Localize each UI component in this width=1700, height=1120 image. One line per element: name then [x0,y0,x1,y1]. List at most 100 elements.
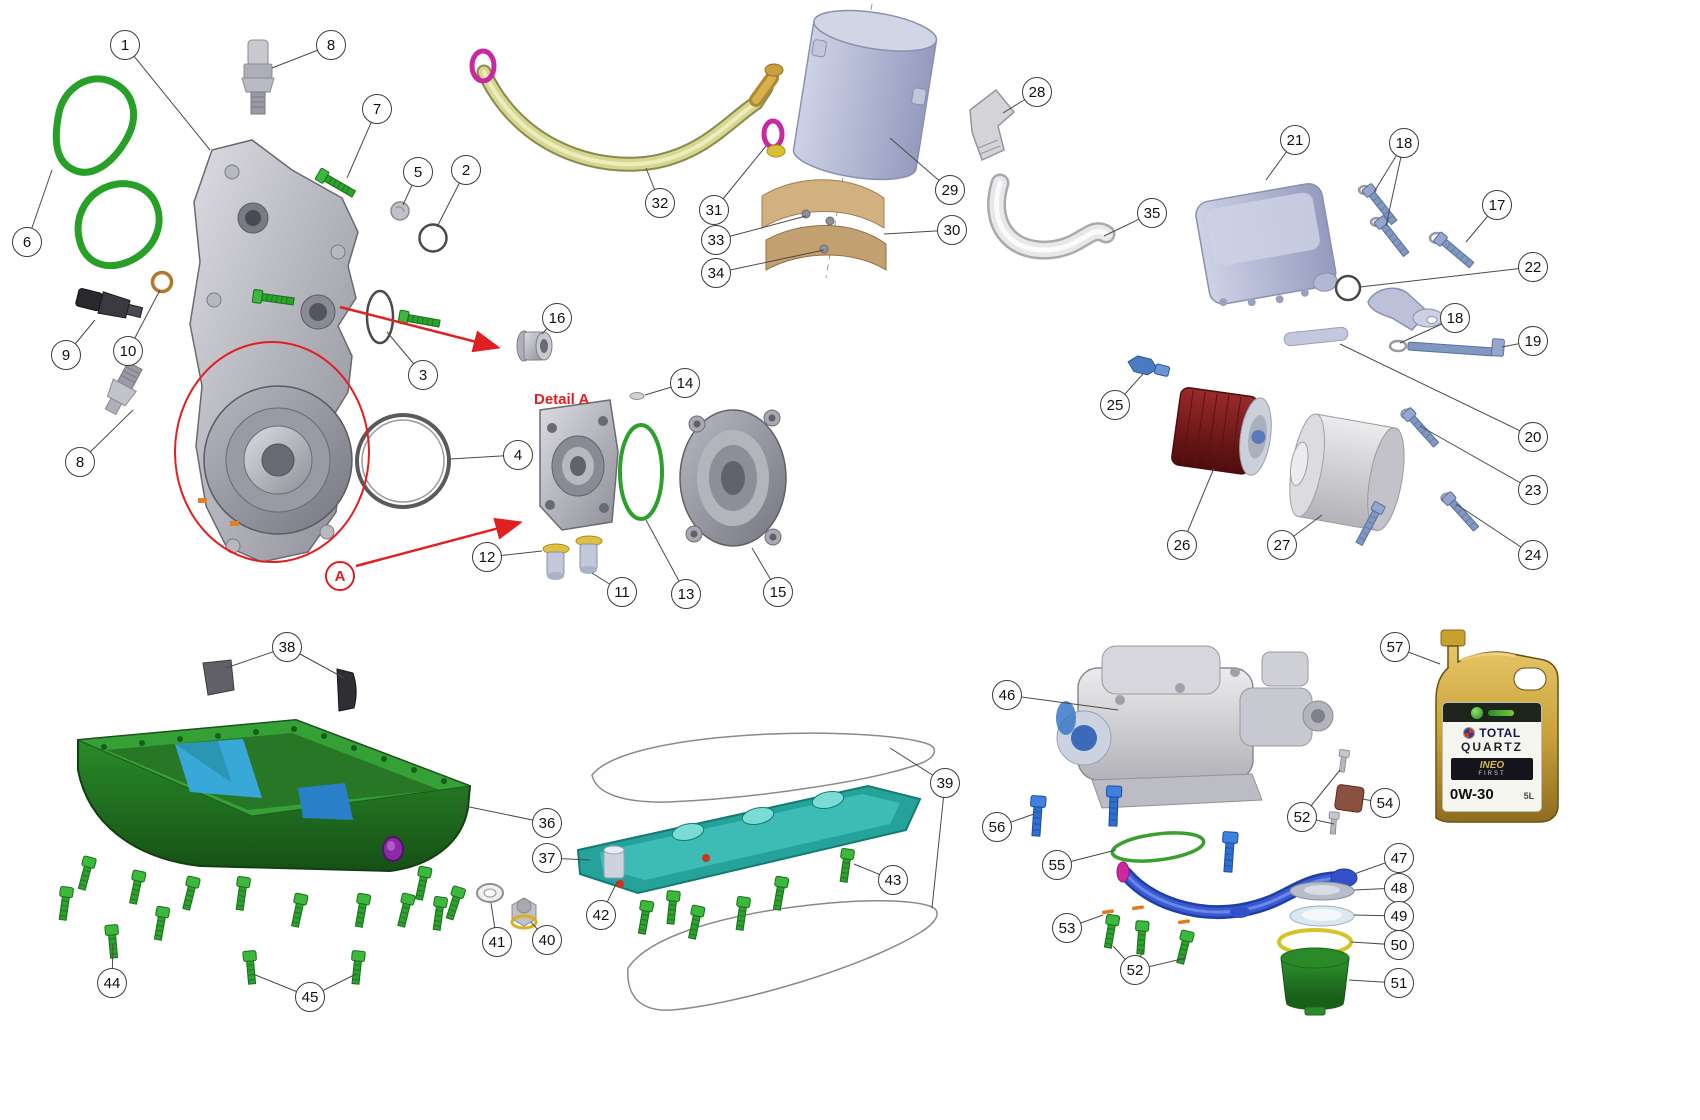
callout-43[interactable]: 43 [878,865,908,895]
part-oil-pipe-32 [469,48,784,172]
callout-22[interactable]: 22 [1518,252,1548,282]
callout-57[interactable]: 57 [1380,632,1410,662]
callout-2[interactable]: 2 [451,155,481,185]
callout-38[interactable]: 38 [272,632,302,662]
callout-36[interactable]: 36 [532,808,562,838]
part-oring-13 [618,423,664,521]
callout-30[interactable]: 30 [937,215,967,245]
part-baffles-38 [202,659,357,712]
callout-7[interactable]: 7 [362,94,392,124]
part-pin-14 [629,392,645,400]
part-gasket-39-bottom [627,900,938,1011]
callout-10[interactable]: 10 [113,336,143,366]
callout-28[interactable]: 28 [1022,77,1052,107]
part-oring-4 [355,413,451,509]
bottle-product: QUARTZ [1461,740,1523,754]
callout-1[interactable]: 1 [110,30,140,60]
bottle-line2: FIRST [1478,771,1506,777]
callout-45[interactable]: 45 [295,982,325,1012]
callout-A[interactable]: A [325,561,355,591]
part-strainer-51 [1280,947,1350,1016]
callout-42[interactable]: 42 [586,900,616,930]
part-heat-exchanger-21 [1195,182,1338,307]
bottle-brand-row: TOTAL [1463,726,1520,740]
callout-18a[interactable]: 18 [1389,128,1419,158]
callout-50[interactable]: 50 [1384,930,1414,960]
callout-32[interactable]: 32 [645,188,675,218]
part-seal-49 [1289,905,1355,927]
detail-a-label: Detail A [534,391,590,408]
callout-39[interactable]: 39 [930,768,960,798]
callout-53[interactable]: 53 [1052,913,1082,943]
callout-20[interactable]: 20 [1518,422,1548,452]
part-pipe-20 [1283,326,1349,347]
callout-33[interactable]: 33 [701,225,731,255]
callout-12[interactable]: 12 [472,542,502,572]
callout-8b[interactable]: 8 [65,447,95,477]
callout-4[interactable]: 4 [503,440,533,470]
callout-51[interactable]: 51 [1384,968,1414,998]
callout-52a[interactable]: 52 [1287,802,1317,832]
callout-11[interactable]: 11 [607,577,637,607]
part-oring-2 [418,223,448,253]
callout-3[interactable]: 3 [408,360,438,390]
callout-55[interactable]: 55 [1042,850,1072,880]
part-oring-10 [150,270,174,294]
callout-23[interactable]: 23 [1518,475,1548,505]
callout-54[interactable]: 54 [1370,788,1400,818]
detail-a-annotations [174,305,523,568]
bottle-eco-strip [1443,703,1541,722]
callout-44[interactable]: 44 [97,968,127,998]
part-sensor-9 [75,288,144,319]
callout-27[interactable]: 27 [1267,530,1297,560]
part-oil-pan-36 [77,718,472,873]
callout-5[interactable]: 5 [403,157,433,187]
callout-15[interactable]: 15 [763,577,793,607]
callout-16[interactable]: 16 [542,303,572,333]
bottle-line1: INEO [1479,760,1505,771]
callout-46[interactable]: 46 [992,680,1022,710]
callout-49[interactable]: 49 [1384,901,1414,931]
callout-19[interactable]: 19 [1518,326,1548,356]
part-plug-5 [390,201,410,221]
part-oring-3 [365,289,395,345]
callout-26[interactable]: 26 [1167,530,1197,560]
part-spacer-48 [1289,881,1355,901]
part-bolts-18 [1357,182,1412,259]
callout-24[interactable]: 24 [1518,540,1548,570]
callout-47[interactable]: 47 [1384,843,1414,873]
bottle-line-band: INEO FIRST [1450,758,1534,780]
callout-35[interactable]: 35 [1137,198,1167,228]
part-windage-tray-37 [576,784,922,895]
callout-8a[interactable]: 8 [316,30,346,60]
callout-31[interactable]: 31 [699,195,729,225]
part-oil-pump-46 [1056,645,1334,809]
callout-29[interactable]: 29 [935,175,965,205]
callout-18b[interactable]: 18 [1440,303,1470,333]
part-cover-15 [679,409,787,547]
callout-6[interactable]: 6 [12,227,42,257]
eco-leaf-icon [1470,706,1483,719]
callout-48[interactable]: 48 [1384,873,1414,903]
callout-56[interactable]: 56 [982,812,1012,842]
callout-9[interactable]: 9 [51,340,81,370]
callout-13[interactable]: 13 [671,579,701,609]
part-plug-16 [516,330,553,362]
callout-21[interactable]: 21 [1280,125,1310,155]
callout-25[interactable]: 25 [1100,390,1130,420]
bottle-viscosity-row: 0W-30 5L [1450,786,1534,803]
callout-34[interactable]: 34 [701,258,731,288]
callout-40[interactable]: 40 [532,925,562,955]
callout-37[interactable]: 37 [532,843,562,873]
callout-14[interactable]: 14 [670,368,700,398]
callout-17[interactable]: 17 [1482,190,1512,220]
oil-bottle-label: TOTAL QUARTZ INEO FIRST 0W-30 5L [1442,702,1542,812]
bottle-size: 5L [1523,791,1535,801]
part-washer-41 [476,883,504,903]
part-oil-filter-26 [1171,387,1272,476]
callout-52b[interactable]: 52 [1120,955,1150,985]
callout-41[interactable]: 41 [482,927,512,957]
part-seals-31 [761,118,786,158]
